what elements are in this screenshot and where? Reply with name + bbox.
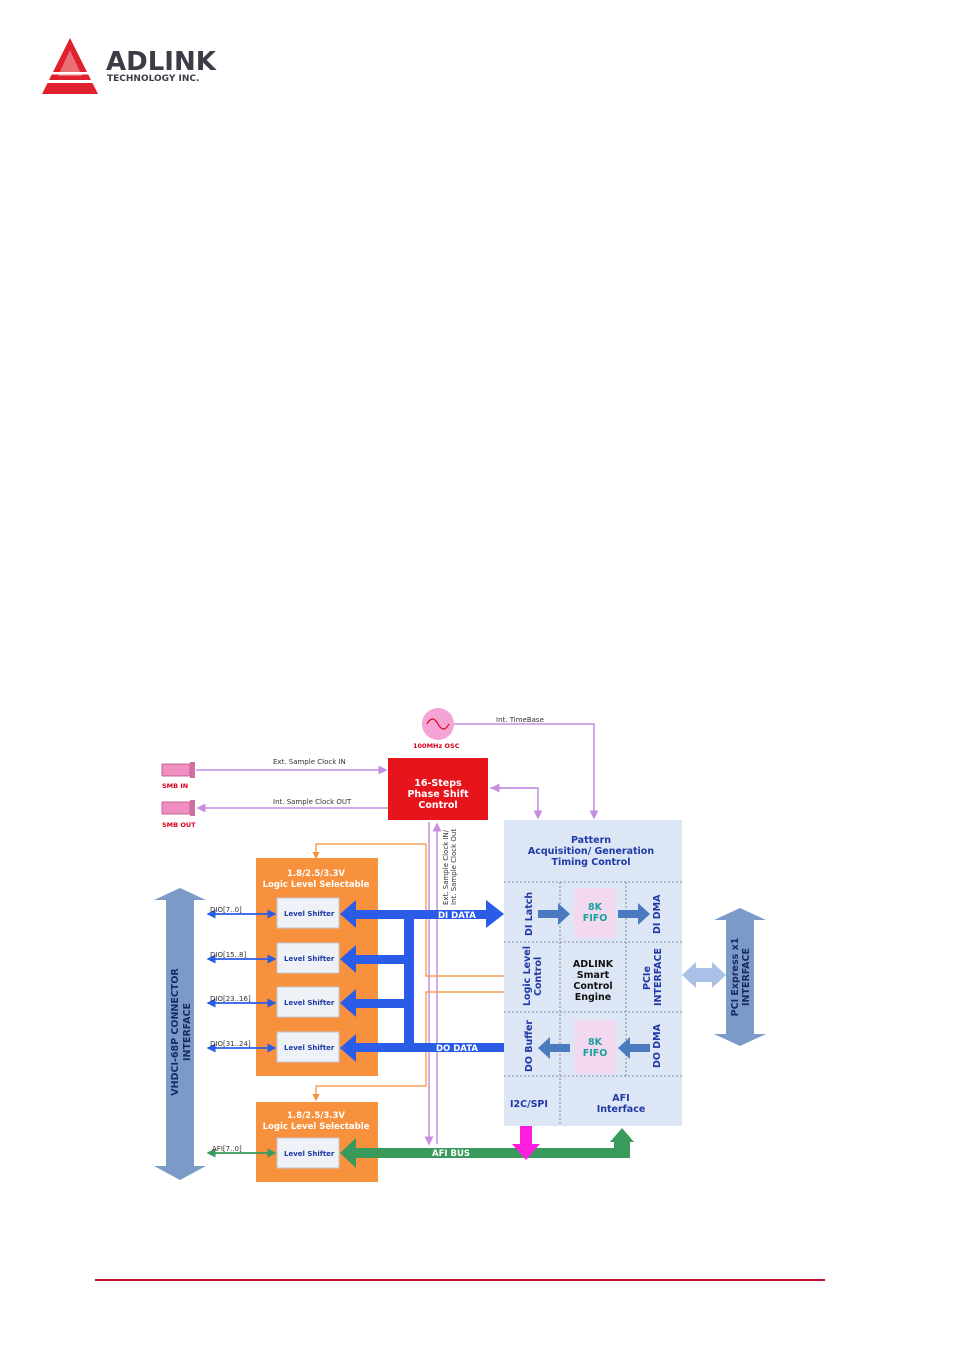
- vertical-clock-label-1: Ext. Sample Clock IN/: [442, 829, 450, 905]
- di-latch-arrow: [538, 903, 570, 925]
- afi-label: AFI[7..0]: [212, 1145, 242, 1153]
- magenta-arrow: [512, 1126, 540, 1160]
- phase-shift-line1: 16-Steps: [414, 778, 462, 789]
- phase-shift-line3: Control: [418, 800, 457, 811]
- di-dma-label: DI DMA: [652, 894, 663, 934]
- adlink-logo: ADLINK TECHNOLOGY INC.: [42, 38, 217, 94]
- vertical-clock-label-2: Int. Sample Clock Out: [450, 829, 458, 905]
- dio-label-1: DIO[15..8]: [210, 951, 247, 959]
- engine-line2: Smart: [577, 970, 610, 981]
- pcie-link-arrow: [682, 962, 726, 988]
- int-timebase-label: Int. TimeBase: [496, 716, 544, 724]
- di-latch-label: DI Latch: [524, 892, 535, 936]
- smb-out-connector-icon: [161, 800, 195, 816]
- svg-text:Level Shifter: Level Shifter: [284, 1150, 335, 1158]
- pci-express-line1: PCI Express x1: [730, 938, 741, 1017]
- i2c-label: I2C/SPI: [510, 1099, 548, 1110]
- smb-out-label: SMB OUT: [162, 821, 196, 829]
- afi-interface-line1: AFI: [612, 1093, 629, 1104]
- logic-bottom-line2: Logic Level Selectable: [263, 1122, 370, 1132]
- svg-text:Level Shifter: Level Shifter: [284, 1044, 335, 1052]
- logic-top-line1: 1.8/2.5/3.3V: [287, 869, 345, 879]
- do-buffer-arrow: [538, 1037, 570, 1059]
- phase-shift-block: [388, 758, 488, 820]
- block-diagram: 100MHz OSC Int. TimeBase SMB IN SMB OUT …: [154, 708, 766, 1182]
- pci-express-line2: INTERFACE: [741, 948, 752, 1006]
- fifo-top-line2: FIFO: [583, 913, 608, 924]
- afi-interface-line2: Interface: [597, 1104, 646, 1115]
- logic-top-line2: Logic Level Selectable: [263, 880, 370, 890]
- fifo-bottom-arrow: [618, 1037, 650, 1059]
- pci-express-bar: [714, 908, 766, 1046]
- pcie-interface-line1: PCIe: [642, 966, 653, 990]
- level-shifter-1: Level Shifter: [276, 897, 340, 929]
- engine-line1: ADLINK: [573, 959, 614, 970]
- di-data-label: DI DATA: [438, 911, 476, 921]
- fifo-top-arrow: [618, 903, 650, 925]
- level-shifter-afi: Level Shifter: [276, 1137, 340, 1169]
- logic-level-control-line2: Control: [533, 957, 544, 996]
- connector-label-2: INTERFACE: [182, 1003, 193, 1061]
- connector-label-1: VHDCI-68P CONNECTOR: [170, 968, 181, 1096]
- control-engine-panel: [504, 820, 682, 1126]
- fifo-bottom-line1: 8K: [588, 1037, 603, 1048]
- ext-clock-in-label: Ext. Sample Clock IN: [273, 758, 346, 766]
- pattern-line3: Timing Control: [551, 857, 630, 868]
- afi-bus: [340, 1128, 634, 1168]
- svg-text:Level Shifter: Level Shifter: [284, 955, 335, 963]
- dio-label-0: DIO[7..0]: [210, 906, 242, 914]
- do-dma-label: DO DMA: [652, 1023, 663, 1068]
- footer-divider: [95, 1279, 825, 1281]
- level-shifter-4: Level Shifter: [276, 1031, 340, 1063]
- smb-in-connector-icon: [161, 762, 195, 778]
- do-buffer-label: DO Buffer: [524, 1020, 535, 1072]
- pattern-line2: Acquisition/ Generation: [528, 846, 654, 857]
- fifo-bottom: [574, 1020, 616, 1074]
- fifo-top-line1: 8K: [588, 902, 603, 913]
- osc-label: 100MHz OSC: [413, 742, 460, 750]
- svg-text:Level Shifter: Level Shifter: [284, 910, 335, 918]
- logic-level-control-line1: Logic Level: [522, 946, 533, 1006]
- dio-label-3: DIO[31..24]: [210, 1040, 251, 1048]
- svg-text:Level Shifter: Level Shifter: [284, 999, 335, 1007]
- smb-in-label: SMB IN: [162, 782, 188, 790]
- pattern-line1: Pattern: [571, 835, 611, 846]
- vhdci-connector-bar: [154, 888, 206, 1180]
- level-shifter-2: Level Shifter: [276, 942, 340, 974]
- phase-shift-line2: Phase Shift: [407, 789, 469, 800]
- logic-bottom-line1: 1.8/2.5/3.3V: [287, 1111, 345, 1121]
- do-data-label: DO DATA: [436, 1044, 478, 1054]
- dio-label-2: DIO[23..16]: [210, 995, 251, 1003]
- di-do-bus: [340, 900, 505, 1062]
- logo-sub-text: TECHNOLOGY INC.: [107, 74, 199, 84]
- logo-brand-text: ADLINK: [106, 47, 217, 77]
- engine-line3: Control: [573, 981, 612, 992]
- level-shifter-3: Level Shifter: [276, 986, 340, 1018]
- fifo-top: [574, 888, 616, 938]
- afi-bus-label: AFI BUS: [432, 1149, 470, 1159]
- pcie-interface-line2: INTERFACE: [653, 948, 664, 1006]
- engine-line4: Engine: [575, 992, 612, 1003]
- fifo-bottom-line2: FIFO: [583, 1048, 608, 1059]
- int-clock-out-label: Int. Sample Clock OUT: [273, 798, 352, 806]
